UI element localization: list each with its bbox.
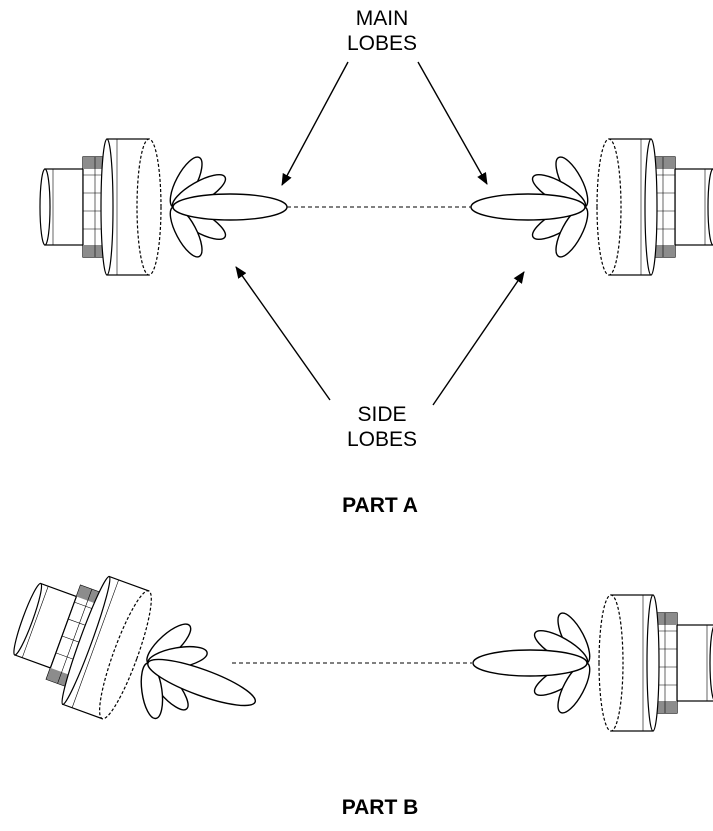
- side-lobes-label-line1: SIDE: [357, 403, 407, 426]
- part-b-caption: PART B: [341, 796, 419, 819]
- main-lobe-arrow-left: [281, 61, 349, 186]
- side-lobe-arrow-left: [235, 266, 331, 401]
- main-lobes-label-line2: LOBES: [346, 32, 418, 55]
- side-lobe-arrow-right: [432, 271, 525, 406]
- main-lobes-label: MAIN LOBES: [322, 6, 442, 56]
- part-b-right-antenna: [472, 594, 713, 732]
- part-a-left-antenna: [39, 138, 288, 276]
- part-a-caption: PART A: [342, 494, 418, 517]
- part-a-right-antenna: [470, 138, 713, 276]
- main-lobes-label-line1: MAIN: [355, 7, 409, 30]
- side-lobes-label: SIDE LOBES: [322, 402, 442, 452]
- part-b-left-antenna-misaligned: [0, 552, 280, 767]
- main-lobe-arrow-right: [417, 61, 488, 185]
- side-lobes-label-line2: LOBES: [346, 428, 418, 451]
